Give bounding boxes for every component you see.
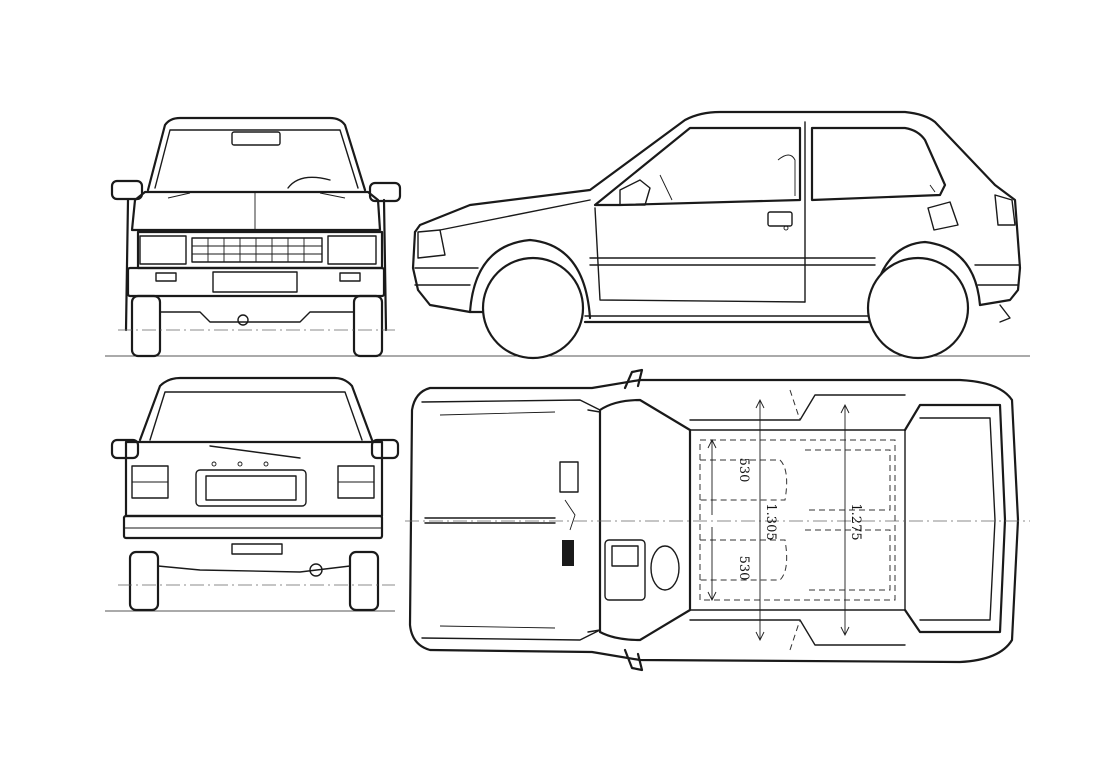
dim-interior-width-front: 1.305	[763, 503, 778, 540]
front-view	[110, 116, 402, 358]
top-view: 530 530 1.305 1.275	[405, 368, 1030, 672]
side-view	[411, 110, 1022, 360]
dim-front-seat-width: 530	[736, 458, 751, 483]
rear-view	[110, 376, 400, 612]
dim-interior-width-rear: 1.275	[848, 503, 863, 540]
dim-rear-seat-width: 530	[736, 556, 751, 581]
